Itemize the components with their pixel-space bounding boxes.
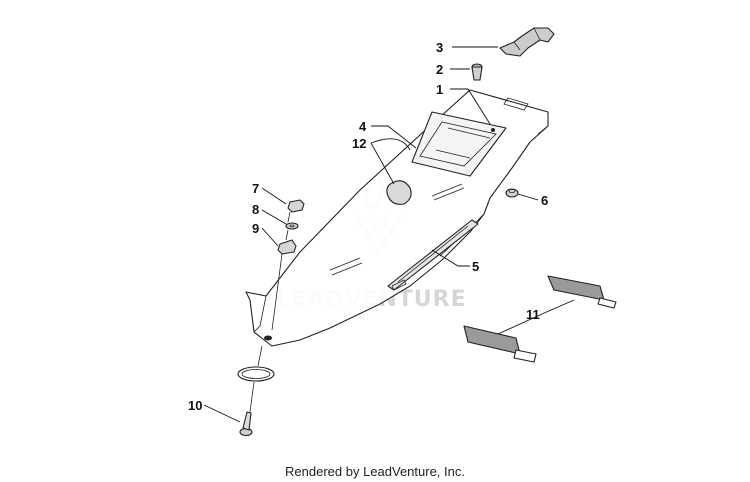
traction-strip-part-11-upper — [547, 275, 617, 309]
push-rivet-part-2 — [471, 63, 483, 81]
callout-9: 9 — [252, 221, 259, 236]
washer-part-8 — [285, 222, 299, 230]
skid-plate — [245, 89, 549, 347]
callout-12: 12 — [352, 136, 366, 151]
render-credit: Rendered by LeadVenture, Inc. — [285, 464, 465, 479]
callout-10: 10 — [188, 398, 202, 413]
callout-7: 7 — [252, 181, 259, 196]
bolt-part-10 — [239, 411, 253, 437]
bolt-axis-line — [249, 345, 263, 413]
bracket-part-3 — [499, 27, 555, 57]
nut-part-7 — [287, 199, 305, 213]
callout-2: 2 — [436, 62, 443, 77]
patch-part-12 — [386, 180, 412, 205]
traction-strip-part-11-lower — [463, 325, 537, 363]
callout-4: 4 — [359, 119, 367, 134]
callout-11: 11 — [526, 307, 540, 322]
callouts: 3 2 1 4 12 5 6 7 8 9 10 11 — [188, 40, 548, 413]
callout-5: 5 — [472, 259, 479, 274]
callout-6: 6 — [541, 193, 548, 208]
grommet-part-6 — [505, 188, 519, 198]
wear-strip-part-5 — [387, 219, 479, 291]
large-washer — [237, 366, 275, 382]
assembly-line — [271, 211, 291, 331]
callout-3: 3 — [436, 40, 443, 55]
leader-lines — [203, 46, 575, 423]
spacer-part-9 — [277, 239, 297, 255]
callout-1: 1 — [436, 82, 443, 97]
callout-8: 8 — [252, 202, 259, 217]
